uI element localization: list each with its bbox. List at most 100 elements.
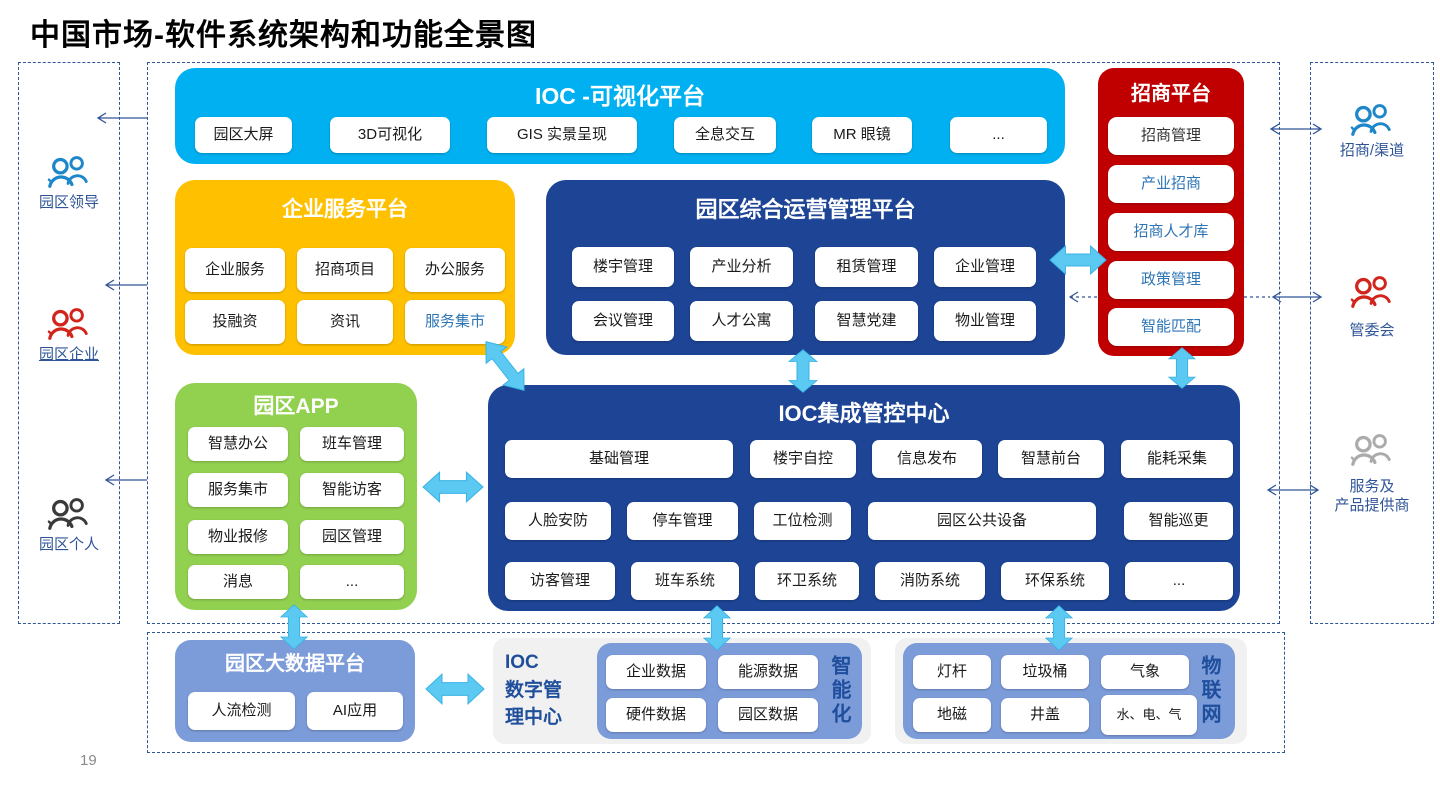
- ioc-viz-item: 全息交互: [674, 117, 776, 153]
- operation-item: 企业管理: [934, 247, 1036, 287]
- ioc-center-item: 班车系统: [631, 562, 739, 600]
- actor-management-committee: 管委会: [1311, 273, 1433, 341]
- platform-park-operation: 园区综合运营管理平台 楼宇管理 产业分析 租赁管理 企业管理 会议管理 人才公寓…: [546, 180, 1065, 355]
- ioc-center-item: 智慧前台: [998, 440, 1104, 478]
- app-item: 班车管理: [300, 427, 404, 461]
- platform-title: IOC集成管控中心: [778, 401, 950, 426]
- panel-iot: 灯杆 垃圾桶 气象 地磁 井盖 水、电、气 物联网: [895, 638, 1247, 744]
- flow-arrow-app-bigdata: [279, 604, 309, 650]
- enterprise-item: 投融资: [185, 300, 285, 344]
- app-item: 消息: [188, 565, 288, 599]
- platform-ioc-visualization: IOC -可视化平台 园区大屏 3D可视化 GIS 实景呈现 全息交互 MR 眼…: [175, 68, 1065, 164]
- operation-item: 楼宇管理: [572, 247, 674, 287]
- iot-item: 井盖: [1001, 698, 1089, 732]
- investment-item: 产业招商: [1108, 165, 1234, 203]
- panel-digital-management: IOC 数字管 理中心 企业数据 能源数据 硬件数据 园区数据 智能化: [493, 638, 871, 744]
- users-icon: [1350, 104, 1391, 136]
- actor-investment-channel: 招商/渠道: [1311, 101, 1433, 161]
- ioc-center-item: 信息发布: [872, 440, 982, 478]
- users-icon: [47, 156, 88, 188]
- actor-park-enterprise: 园区企业: [19, 305, 119, 365]
- dashed-link-committee-operation: [1068, 291, 1270, 303]
- ioc-center-item: 基础管理: [505, 440, 733, 478]
- ioc-center-item: 消防系统: [875, 562, 985, 600]
- iot-item: 垃圾桶: [1001, 655, 1089, 689]
- actor-label: 园区企业: [38, 346, 99, 363]
- tag-iot: 物联网: [1198, 655, 1220, 727]
- enterprise-item: 资讯: [297, 300, 393, 344]
- flow-arrow-operation-ioc: [787, 349, 819, 393]
- flow-arrow-enterprise-ioc: [485, 340, 525, 392]
- operation-item: 物业管理: [934, 301, 1036, 341]
- iot-item: 气象: [1101, 655, 1189, 689]
- flow-arrow-ioc-digital: [702, 605, 732, 651]
- page-title: 中国市场-软件系统架构和功能全景图: [30, 19, 537, 52]
- tag-intelligence: 智能化: [828, 655, 850, 727]
- bigdata-item: 人流检测: [188, 692, 295, 730]
- platform-ioc-control-center: IOC集成管控中心 基础管理 楼宇自控 信息发布 智慧前台 能耗采集 人脸安防 …: [488, 385, 1240, 611]
- ioc-center-item: 人脸安防: [505, 502, 611, 540]
- ioc-viz-item: MR 眼镜: [812, 117, 912, 153]
- flow-arrow-ioc-iot: [1044, 605, 1074, 651]
- platform-big-data: 园区大数据平台 人流检测 AI应用: [175, 640, 415, 742]
- actor-park-individual: 园区个人: [19, 495, 119, 555]
- app-item: ...: [300, 565, 404, 599]
- app-item: 智能访客: [300, 473, 404, 507]
- iot-item: 地磁: [913, 698, 991, 732]
- operation-item: 会议管理: [572, 301, 674, 341]
- users-icon: [1350, 434, 1391, 466]
- ioc-center-item: 园区公共设备: [868, 502, 1096, 540]
- right-actor-rail: 招商/渠道 管委会 服务及 产品提供商: [1310, 62, 1434, 624]
- operation-item: 智慧党建: [815, 301, 918, 341]
- platform-title: 园区大数据平台: [225, 653, 365, 675]
- digital-center-title: IOC 数字管 理中心: [505, 652, 563, 729]
- app-item: 服务集市: [188, 473, 288, 507]
- link-arrow-committee: [1271, 291, 1323, 303]
- platform-park-app: 园区APP 智慧办公 班车管理 服务集市 智能访客 物业报修 园区管理 消息 .…: [175, 383, 417, 610]
- iot-item: 水、电、气: [1101, 695, 1197, 735]
- link-arrow-provider: [1266, 484, 1320, 496]
- flow-arrow-bigdata-digital: [425, 672, 485, 706]
- actor-label: 招商/渠道: [1339, 142, 1405, 159]
- platform-enterprise-service: 企业服务平台 企业服务 招商项目 办公服务 投融资 资讯 服务集市: [175, 180, 515, 355]
- ioc-viz-item: 园区大屏: [195, 117, 292, 153]
- investment-item: 政策管理: [1108, 261, 1234, 299]
- investment-item: 招商人才库: [1108, 213, 1234, 251]
- flow-arrow-investment-ioc: [1167, 347, 1197, 389]
- enterprise-item: 企业服务: [185, 248, 285, 292]
- operation-item: 人才公寓: [690, 301, 793, 341]
- link-arrow-channel: [1269, 123, 1323, 135]
- iot-item: 灯杆: [913, 655, 991, 689]
- platform-title: 企业服务平台: [282, 198, 408, 221]
- flow-arrow-operation-investment: [1049, 244, 1107, 276]
- users-icon: [47, 308, 88, 340]
- left-actor-rail: 园区领导 园区企业 园区个人: [18, 62, 120, 624]
- actor-park-leader: 园区领导: [19, 153, 119, 213]
- digital-item: 能源数据: [718, 655, 818, 689]
- actor-service-provider: 服务及 产品提供商: [1311, 431, 1433, 516]
- flow-arrow-app-ioc: [422, 470, 484, 504]
- digital-item: 园区数据: [718, 698, 818, 732]
- actor-label: 服务及 产品提供商: [1334, 478, 1410, 514]
- platform-title: 招商平台: [1131, 83, 1211, 105]
- digital-data-group: 企业数据 能源数据 硬件数据 园区数据 智能化: [597, 643, 862, 739]
- platform-title: IOC -可视化平台: [535, 83, 705, 109]
- actor-label: 管委会: [1349, 322, 1395, 339]
- ioc-center-item: 环保系统: [1001, 562, 1109, 600]
- ioc-center-item: 智能巡更: [1124, 502, 1233, 540]
- ioc-viz-item: GIS 实景呈现: [487, 117, 637, 153]
- ioc-center-item: 环卫系统: [755, 562, 859, 600]
- ioc-center-item: 访客管理: [505, 562, 615, 600]
- app-item: 智慧办公: [188, 427, 288, 461]
- operation-item: 产业分析: [690, 247, 793, 287]
- ioc-center-item: 停车管理: [627, 502, 738, 540]
- page-number: 19: [80, 752, 97, 769]
- enterprise-item: 服务集市: [405, 300, 505, 344]
- platform-title: 园区APP: [253, 395, 339, 418]
- ioc-center-item: 楼宇自控: [750, 440, 856, 478]
- platform-investment: 招商平台 招商管理 产业招商 招商人才库 政策管理 智能匹配: [1098, 68, 1244, 356]
- enterprise-item: 办公服务: [405, 248, 505, 292]
- ioc-center-item: 能耗采集: [1121, 440, 1233, 478]
- operation-item: 租赁管理: [815, 247, 918, 287]
